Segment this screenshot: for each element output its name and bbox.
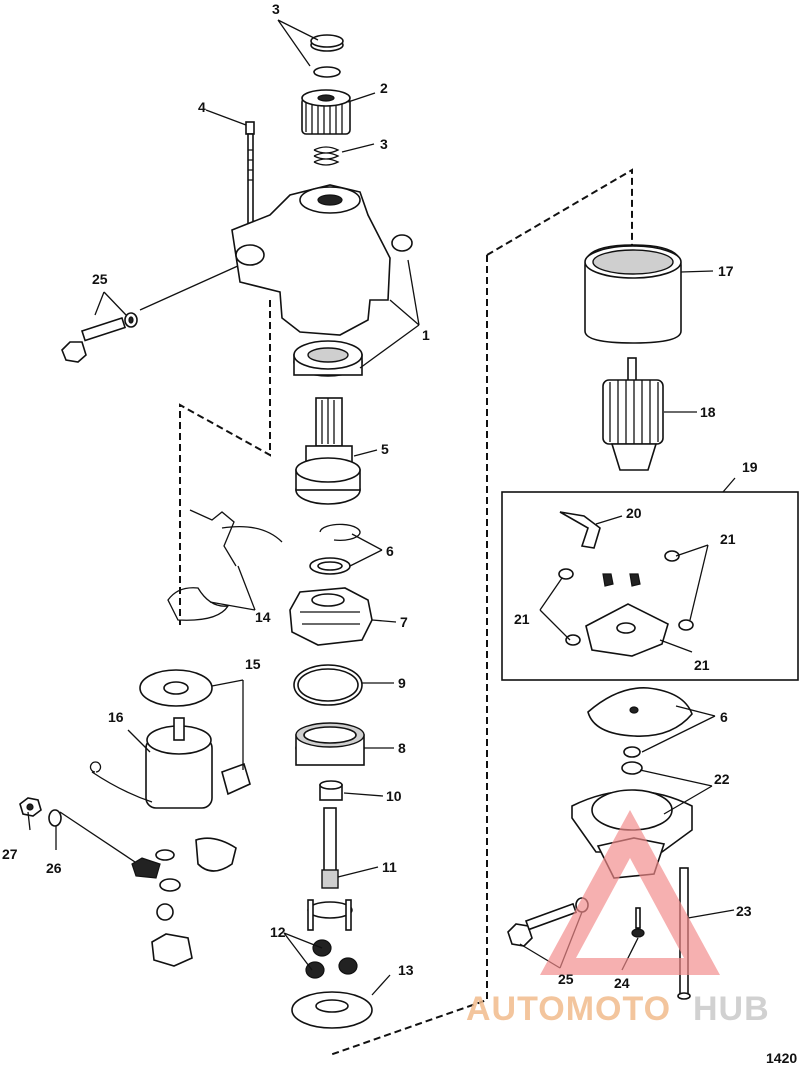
figure-number: 1420 [766, 1050, 797, 1066]
callout-18: 18 [700, 404, 716, 420]
callout-9: 9 [398, 675, 406, 691]
drive-pinion [301, 89, 351, 135]
pinion-spring [313, 146, 340, 166]
callout-1: 1 [422, 327, 430, 343]
callout-13: 13 [398, 962, 414, 978]
bearing-1 [293, 340, 363, 377]
armature-18 [602, 357, 664, 471]
drive-end-housing [231, 184, 413, 336]
callout-16: 16 [108, 709, 124, 725]
callout-20: 20 [626, 505, 642, 521]
callout-27: 27 [2, 846, 18, 862]
watermark-text-right: HUB [693, 990, 770, 1028]
callout-26: 26 [46, 860, 62, 876]
automotohub-watermark: AUTOMOTO HUB [466, 810, 770, 1028]
drive-shaft-5 [295, 397, 361, 505]
bolt-25-right [507, 897, 589, 947]
callout-14: 14 [255, 609, 271, 625]
callout-10: 10 [386, 788, 402, 804]
watermark-text-left: AUTOMOTO [466, 990, 671, 1028]
solenoid-16 [89, 717, 237, 872]
solenoid-hardware [131, 849, 193, 967]
callout-4: 4 [198, 99, 206, 115]
armature-shaft-11 [307, 807, 353, 931]
callout-15: 15 [245, 656, 261, 672]
gasket-15 [139, 669, 251, 796]
screw-24 [631, 907, 645, 938]
nut-27-washer-26 [19, 797, 62, 827]
assembly-path-lines [59, 168, 633, 1056]
callout-6-left: 6 [386, 543, 394, 559]
callout-3-top: 3 [272, 1, 280, 17]
plate-13 [291, 991, 373, 1029]
callout-5: 5 [381, 441, 389, 457]
callout-22: 22 [714, 771, 730, 787]
callout-21-left: 21 [514, 611, 530, 627]
mounting-bolt-25 [61, 312, 138, 363]
bushing-10 [319, 780, 343, 801]
lever-and-spring-14 [167, 509, 283, 621]
callout-19: 19 [742, 459, 758, 475]
callout-8: 8 [398, 740, 406, 756]
planet-gears-12 [305, 939, 358, 979]
ring-9 [293, 664, 363, 706]
callout-11: 11 [382, 859, 397, 875]
callout-21-top: 21 [720, 531, 736, 547]
callout-2: 2 [380, 80, 388, 96]
watermark-triangle-icon [540, 810, 720, 975]
callout-6-right: 6 [720, 709, 728, 725]
frame-17 [584, 244, 682, 344]
thrust-washers-top [310, 34, 344, 78]
callout-21-bottom: 21 [694, 657, 710, 673]
callout-labels: 3 2 3 4 25 1 5 6 7 9 8 10 11 12 13 14 15… [2, 1, 758, 991]
clip-and-washer-6 [309, 523, 361, 575]
planetary-gear-housing-7 [289, 587, 373, 646]
callout-24: 24 [614, 975, 630, 991]
callout-25-left: 25 [92, 271, 108, 287]
callout-3-spring: 3 [380, 136, 388, 152]
callout-23: 23 [736, 903, 752, 919]
callout-12: 12 [270, 924, 286, 940]
callout-7: 7 [400, 614, 408, 630]
through-bolt-4 [245, 121, 255, 225]
brush-box-19 [501, 477, 799, 681]
callout-25-right: 25 [558, 971, 574, 987]
brush-plate-and-washer-6 [587, 687, 693, 758]
internal-gear-8 [295, 722, 365, 766]
callout-17: 17 [718, 263, 734, 279]
